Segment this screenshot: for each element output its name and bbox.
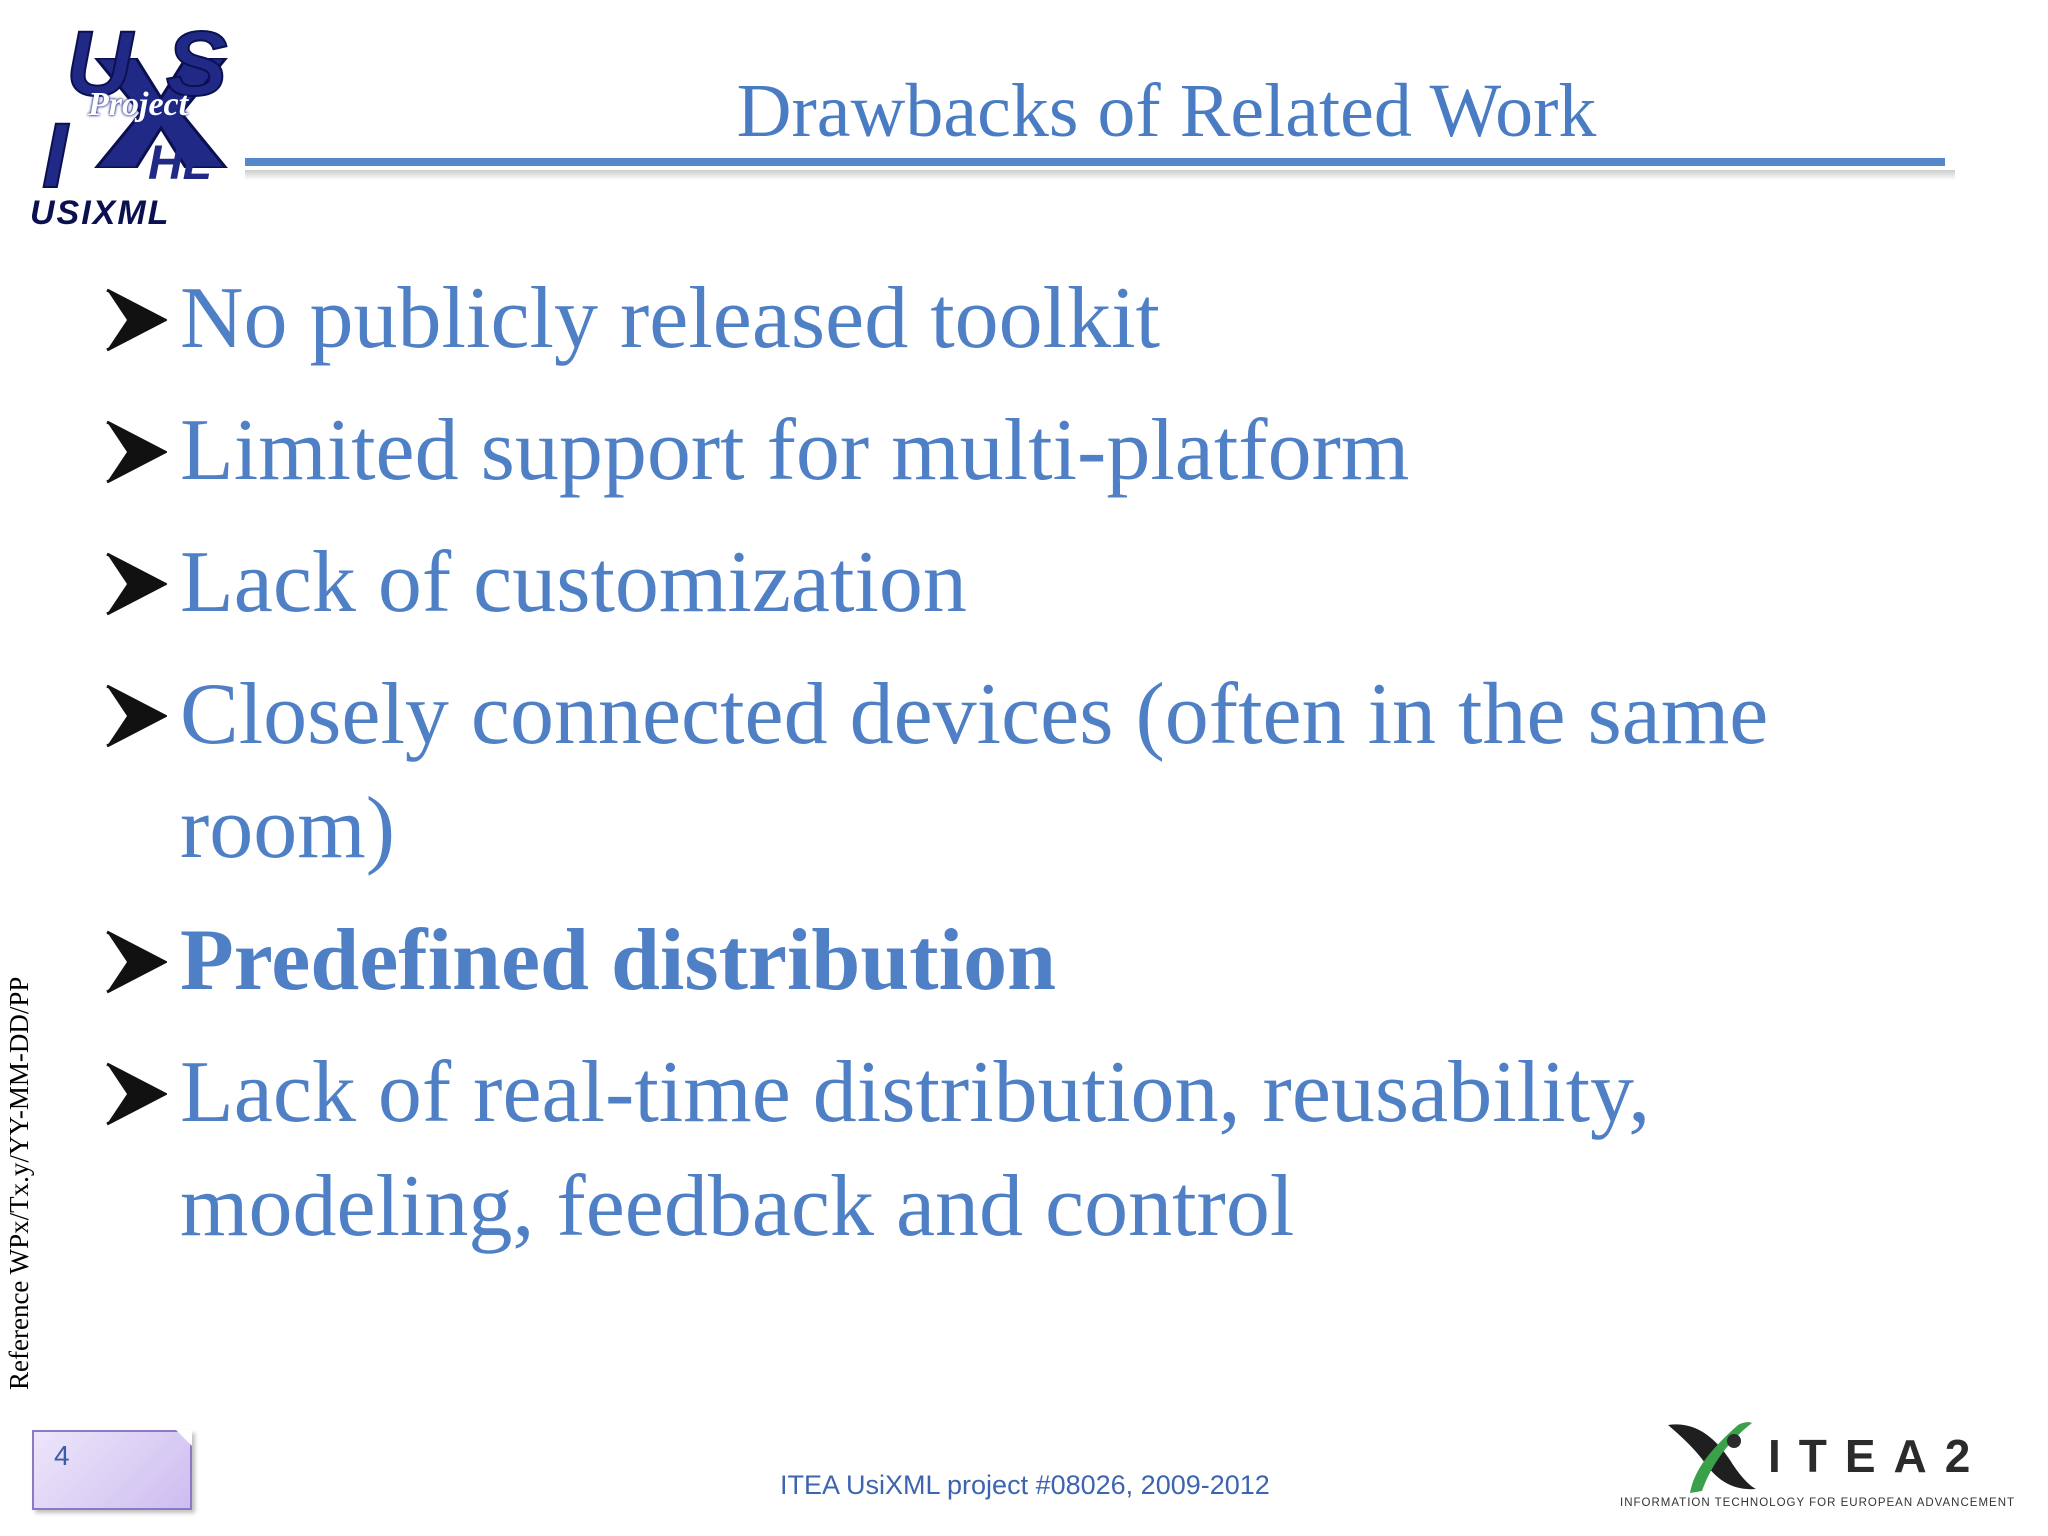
logo-letter-i: I bbox=[41, 105, 69, 207]
page-number: 4 bbox=[54, 1440, 70, 1471]
side-reference: Reference WPx/Tx.y/YY-MM-DD/PP bbox=[4, 976, 34, 1390]
itea2-logo: ITEA2 INFORMATION TECHNOLOGY FOR EUROPEA… bbox=[1620, 1415, 2040, 1525]
bullet-text: No publicly released toolkit bbox=[180, 270, 1160, 367]
arrow-bullet-icon bbox=[106, 420, 167, 484]
usixml-logo: U S I HL Project USIXML bbox=[28, 13, 258, 232]
bullet-text: Lack of customization bbox=[180, 534, 967, 631]
arrow-bullet-icon bbox=[106, 1062, 167, 1126]
bullet-item-highlighted: Predefined distribution bbox=[105, 904, 1905, 1018]
bullet-item: Lack of customization bbox=[105, 526, 1905, 640]
arrow-bullet-icon bbox=[106, 288, 167, 352]
bullet-text: Limited support for multi-platform bbox=[180, 402, 1410, 499]
title-rule-shadow bbox=[245, 170, 1955, 180]
bullet-item: No publicly released toolkit bbox=[105, 262, 1905, 376]
logo-letter-s: S bbox=[165, 13, 228, 115]
bullet-item: Closely connected devices (often in the … bbox=[105, 658, 1905, 886]
footer-text: ITEA UsiXML project #08026, 2009-2012 bbox=[780, 1470, 1270, 1500]
itea-swoosh-icon bbox=[1668, 1422, 1756, 1493]
bullet-text: Lack of real-time distribution, reusabil… bbox=[180, 1044, 1651, 1255]
slide-title: Drawbacks of Related Work bbox=[736, 69, 1597, 153]
arrow-bullet-icon bbox=[106, 552, 167, 616]
page-number-box: 4 bbox=[32, 1430, 192, 1510]
title-rule bbox=[245, 158, 1945, 166]
bullet-item: Limited support for multi-platform bbox=[105, 394, 1905, 508]
bullet-text: Predefined distribution bbox=[180, 912, 1057, 1009]
bullet-text: Closely connected devices (often in the … bbox=[180, 666, 1769, 877]
arrow-bullet-icon bbox=[106, 684, 167, 748]
arrow-bullet-icon bbox=[106, 930, 167, 994]
bullet-list: No publicly released toolkit Limited sup… bbox=[105, 262, 1905, 1282]
bullet-item: Lack of real-time distribution, reusabil… bbox=[105, 1036, 1905, 1264]
logo-name: USIXML bbox=[30, 194, 171, 232]
logo-project-label: Project bbox=[88, 86, 189, 123]
itea-tagline: INFORMATION TECHNOLOGY FOR EUROPEAN ADVA… bbox=[1620, 1497, 2016, 1509]
logo-hl: HL bbox=[148, 137, 212, 190]
itea-wordmark: ITEA2 bbox=[1768, 1430, 1989, 1482]
logo-letter-u: U bbox=[65, 13, 133, 115]
logo-x-shape bbox=[94, 58, 228, 168]
